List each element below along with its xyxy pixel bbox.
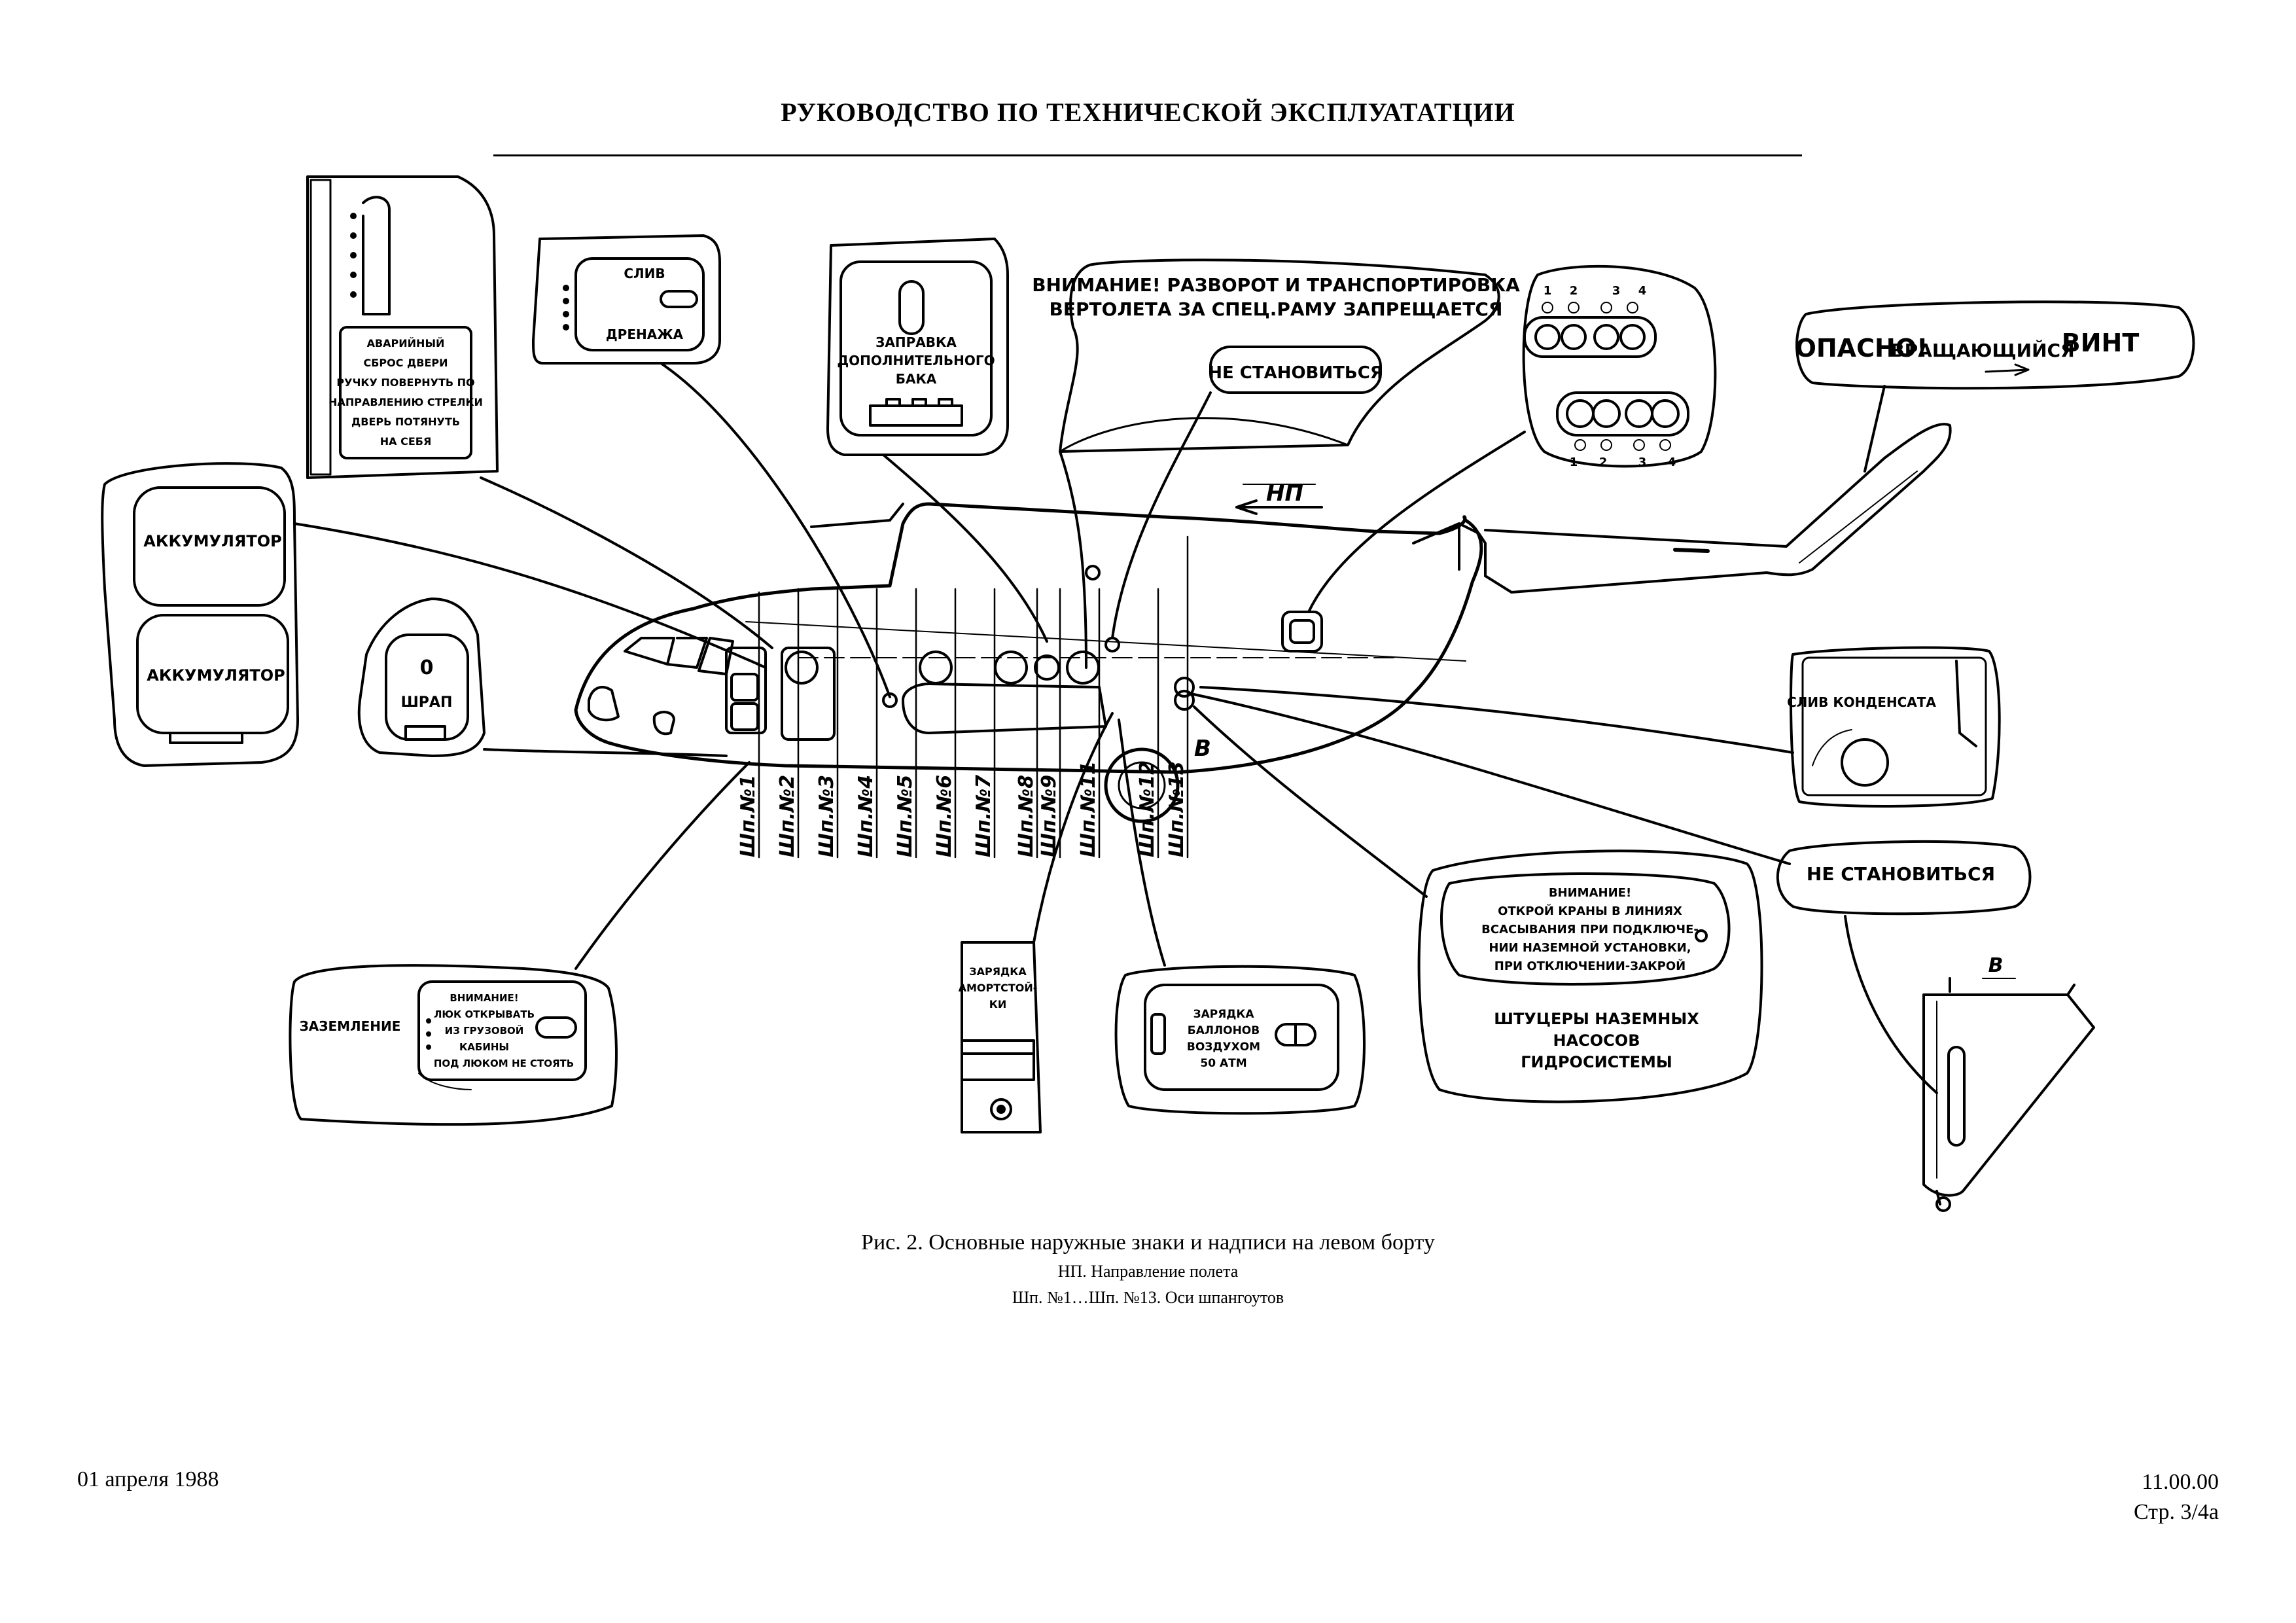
document-title: РУКОВОДСТВО ПО ТЕХНИЧЕСКОЙ ЭКСПЛУАТАТЦИИ: [781, 98, 1515, 127]
frame-label: Шп.№2: [776, 775, 799, 857]
door-emergency-line: СБРОС ДВЕРИ: [363, 357, 448, 369]
danger-rotor-bubble: [1795, 300, 2195, 390]
connector-number: 2: [1570, 284, 1578, 298]
direction-label: НП: [1266, 480, 1303, 507]
door-emergency-line: НА СЕБЯ: [380, 435, 432, 448]
air-bottles-panel: [1114, 965, 1366, 1115]
connector-number: 1: [1544, 284, 1552, 298]
shock-strut-line: КИ: [989, 998, 1006, 1010]
connector-number: 4: [1638, 284, 1647, 298]
door-emergency-line: ДВЕРЬ ПОТЯНУТЬ: [351, 416, 460, 428]
footer-page-number: Стр. 3/4а: [2133, 1500, 2219, 1524]
towing-warning-line: ВНИМАНИЕ! РАЗВОРОТ И ТРАНСПОРТИРОВКА: [1032, 274, 1520, 296]
frame-label: Шп.№5: [894, 775, 917, 857]
air-bottles-line: ЗАРЯДКА: [1193, 1008, 1255, 1021]
frame-label: Шп.№1: [737, 775, 760, 857]
frame-label: Шп.№8: [1015, 775, 1038, 857]
hydraulic-warning-line: ВНИМАНИЕ!: [1549, 886, 1631, 900]
door-emergency-panel: [306, 175, 499, 479]
no-step-label-2: НЕ СТАНОВИТЬСЯ: [1807, 863, 1995, 885]
frame-label: Шп.№12: [1136, 761, 1159, 857]
air-bottles-line: ВОЗДУХОМ: [1187, 1041, 1260, 1054]
hydraulic-caption-line: ШТУЦЕРЫ НАЗЕМНЫХ: [1494, 1010, 1699, 1028]
frame-label: Шп.№4: [855, 775, 877, 857]
grounding-panel: [289, 964, 618, 1126]
title-rule: [493, 154, 1802, 156]
footer-date: 01 апреля 1988: [77, 1467, 219, 1491]
door-emergency-line: НАПРАВЛЕНИЮ СТРЕЛКИ: [328, 396, 483, 408]
air-bottles-line: БАЛЛОНОВ: [1188, 1024, 1260, 1037]
no-step-label: НЕ СТАНОВИТЬСЯ: [1208, 363, 1383, 383]
view-b-fairing: [1922, 977, 2095, 1212]
door-emergency-line: РУЧКУ ПОВЕРНУТЬ ПО: [336, 376, 474, 389]
cargo-hatch-line: ВНИМАНИЕ!: [450, 992, 518, 1004]
hydraulic-warning-line: НИИ НАЗЕМНОЙ УСТАНОВКИ,: [1489, 940, 1691, 955]
battery-label: АККУМУЛЯТОР: [147, 666, 285, 685]
no-step-bubble: [1776, 840, 2032, 916]
view-label: В: [1194, 736, 1211, 762]
extra-tank-panel: [826, 238, 1009, 456]
cargo-hatch-line: ЛЮК ОТКРЫВАТЬ: [434, 1008, 535, 1020]
footer-page-info: 11.00.00 Стр. 3/4а: [2134, 1467, 2219, 1527]
drain-label: ДРЕНАЖА: [606, 327, 684, 342]
hydraulic-caption-line: НАСОСОВ: [1553, 1031, 1640, 1050]
connector-number: 3: [1612, 284, 1621, 298]
figure-caption-note: Шп. №1…Шп. №13. Оси шпангоутов: [1012, 1288, 1284, 1307]
towing-warning-line: ВЕРТОЛЕТА ЗА СПЕЦ.РАМУ ЗАПРЕЩАЕТСЯ: [1050, 298, 1503, 320]
frame-label: Шп.№3: [815, 775, 838, 857]
drain-label: СЛИВ: [624, 266, 665, 281]
frame-label: Шп.№7: [972, 775, 995, 857]
cargo-hatch-line: КАБИНЫ: [459, 1041, 509, 1053]
condensate-panel: [1790, 646, 2001, 808]
flight-direction-marker: [1235, 484, 1323, 515]
cargo-hatch-line: ПОД ЛЮКОМ НЕ СТОЯТЬ: [434, 1058, 574, 1069]
door-emergency-line: АВАРИЙНЫЙ: [367, 337, 445, 349]
connector-number: 1: [1570, 455, 1578, 469]
shrap-zero: 0: [420, 656, 434, 679]
extra-tank-label: ДОПОЛНИТЕЛЬНОГО: [837, 353, 995, 368]
hydraulic-bubble: [1417, 849, 1763, 1103]
frame-labels: Шп.№1 Шп.№2 Шп.№3 Шп.№4 Шп.№5 Шп.№6 Шп.№…: [737, 761, 1188, 857]
extra-tank-label: ЗАПРАВКА: [875, 334, 957, 350]
figure-caption: Рис. 2. Основные наружные знаки и надпис…: [861, 1230, 1435, 1255]
connector-number: 2: [1599, 455, 1608, 469]
figure-caption-note: НП. Направление полета: [1057, 1262, 1239, 1281]
shrap-panel: [357, 597, 486, 757]
rotor-label: ВИНТ: [2062, 329, 2140, 357]
battery-panel: [101, 462, 299, 767]
hydraulic-warning-line: ВСАСЫВАНИЯ ПРИ ПОДКЛЮЧЕ-: [1481, 923, 1699, 936]
connector-number: 3: [1638, 455, 1647, 469]
cargo-hatch-line: ИЗ ГРУЗОВОЙ: [445, 1024, 524, 1037]
hydraulic-caption-line: ГИДРОСИСТЕМЫ: [1521, 1053, 1672, 1071]
connector-number: 4: [1668, 455, 1676, 469]
leader-lines: [293, 362, 1938, 1094]
battery-label: АККУМУЛЯТОР: [143, 532, 281, 550]
extra-tank-label: БАКА: [896, 371, 937, 387]
tail-boom: [1484, 423, 1952, 594]
shrap-label: ШРАП: [401, 694, 453, 711]
hydraulic-warning-line: ОТКРОЙ КРАНЫ В ЛИНИЯХ: [1498, 904, 1682, 918]
hydraulic-warning-line: ПРИ ОТКЛЮЧЕНИИ-ЗАКРОЙ: [1494, 959, 1686, 973]
frame-label: Шп.№11: [1077, 761, 1100, 857]
footer-code: 11.00.00: [2142, 1470, 2219, 1494]
air-bottles-line: 50 АТМ: [1200, 1057, 1246, 1070]
frame-label: Шп.№13: [1165, 761, 1188, 857]
drain-panel: [532, 234, 721, 365]
connectors-bubble: [1522, 264, 1717, 468]
grounding-label: ЗАЗЕМЛЕНИЕ: [300, 1018, 401, 1034]
shock-strut-panel: [961, 941, 1042, 1133]
shock-strut-line: АМОРТСТОЙ-: [959, 982, 1038, 994]
frame-label: Шп.№6: [933, 775, 956, 857]
view-b-label: В: [1988, 954, 2004, 977]
towing-warning-bubble: [1059, 259, 1500, 453]
condensate-label: СЛИВ КОНДЕНСАТА: [1787, 694, 1936, 710]
danger-label: ОПАСНО!: [1795, 334, 1928, 363]
shock-strut-line: ЗАРЯДКА: [969, 965, 1027, 978]
rotating-label: ВРАЩАЮЩИЙСЯ: [1890, 339, 2074, 361]
